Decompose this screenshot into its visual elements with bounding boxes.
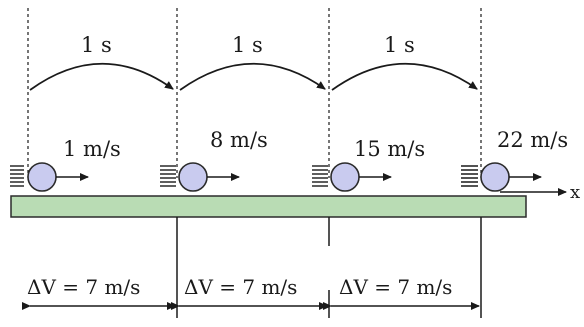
time-arcs <box>29 62 478 91</box>
ball-icon <box>27 162 57 192</box>
dashed-markers <box>27 8 482 178</box>
time-label-3: 1 s <box>384 33 415 57</box>
interval-dividers <box>176 217 482 318</box>
motion-streak-icon <box>10 165 24 187</box>
ball-1 <box>10 162 89 192</box>
track <box>10 195 527 218</box>
ball-4 <box>461 162 542 192</box>
speed-label-2: 8 m/s <box>210 128 268 152</box>
speed-label-4: 22 m/s <box>497 128 568 152</box>
ball-icon <box>178 162 208 192</box>
motion-streak-icon <box>160 165 176 187</box>
time-arc-2 <box>179 62 326 91</box>
ball-2 <box>160 162 240 192</box>
ball-icon <box>480 162 510 192</box>
ball-3 <box>312 162 392 192</box>
motion-streak-icon <box>461 165 478 187</box>
time-label-2: 1 s <box>232 33 263 57</box>
ball-icon <box>330 162 360 192</box>
delta-label-3: ΔV = 7 m/s <box>339 275 452 299</box>
delta-label-2: ΔV = 7 m/s <box>184 275 297 299</box>
delta-label-1: ΔV = 7 m/s <box>27 275 140 299</box>
speed-label-3: 15 m/s <box>354 137 425 161</box>
x-axis-label: x <box>570 182 580 203</box>
time-arc-1 <box>29 62 174 91</box>
time-arc-3 <box>331 62 478 91</box>
speed-label-1: 1 m/s <box>63 137 121 161</box>
time-label-1: 1 s <box>81 33 112 57</box>
motion-streak-icon <box>312 165 328 187</box>
